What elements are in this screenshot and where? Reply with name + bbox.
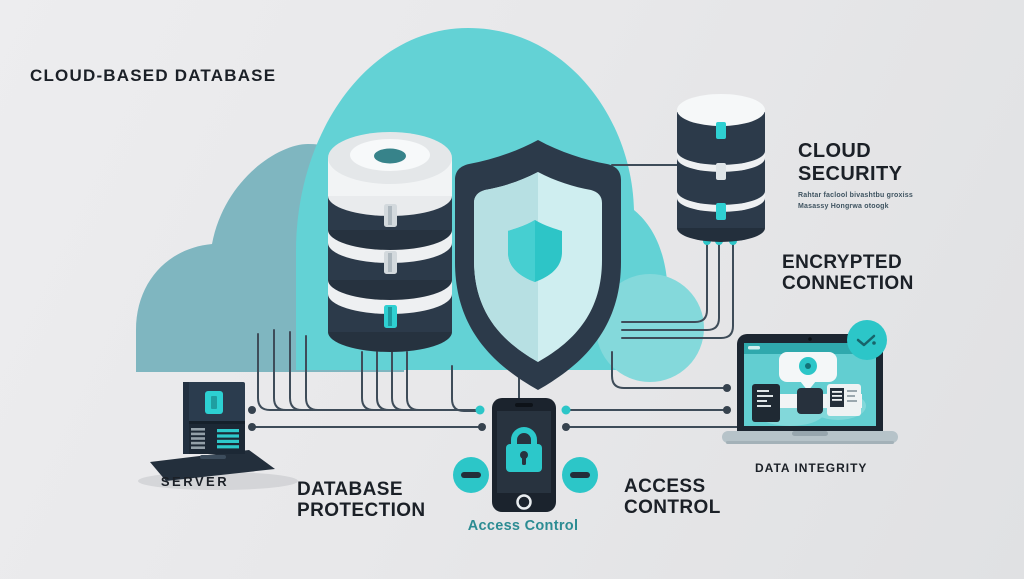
cloud-security-subtext-line1: Rahtar faclool bivashtbu groxiss	[798, 192, 913, 199]
smartphone-icon	[492, 398, 556, 512]
webcam-dot	[808, 337, 812, 341]
phone-home-button	[516, 494, 532, 510]
remove-badge-left-icon	[453, 457, 489, 493]
database-protection-line1: DATABASE	[297, 479, 403, 500]
cloud-security-heading: CLOUD SECURITY	[798, 140, 902, 185]
cloud-security-line1: CLOUD	[798, 140, 872, 162]
encrypted-connection-heading: ENCRYPTED CONNECTION	[782, 252, 914, 295]
database-protection-heading: DATABASE PROTECTION	[297, 479, 426, 522]
page-title: CLOUD-BASED DATABASE	[30, 66, 277, 85]
data-integrity-label: DATA INTEGRITY	[755, 461, 868, 475]
cloud-security-subtext: Rahtar faclool bivashtbu groxiss Masassy…	[798, 191, 913, 212]
phone-speaker	[515, 403, 533, 407]
access-control-line1: ACCESS	[624, 476, 706, 497]
access-control-heading: ACCESS CONTROL	[624, 476, 721, 519]
encrypted-connection-line1: ENCRYPTED	[782, 252, 903, 273]
cloud-security-line2: SECURITY	[798, 162, 903, 185]
access-control-line2: CONTROL	[624, 497, 721, 519]
cloud-security-subtext-line2: Masassy Hongrwa otoogk	[798, 202, 889, 210]
lock-icon	[506, 427, 542, 472]
server-icon	[150, 382, 275, 481]
inner-shield-icon	[508, 220, 562, 282]
secondary-database-icon	[677, 94, 765, 242]
access-control-caption: Access Control	[467, 518, 579, 534]
remove-badge-right-icon	[562, 457, 598, 493]
primary-database-icon	[328, 132, 452, 352]
verified-badge-icon	[847, 320, 887, 360]
encrypted-connection-line2: CONNECTION	[782, 273, 914, 295]
shield-icon	[455, 140, 621, 390]
server-label: SERVER	[160, 474, 230, 489]
database-protection-line2: PROTECTION	[297, 500, 426, 522]
laptop-icon	[722, 320, 898, 444]
